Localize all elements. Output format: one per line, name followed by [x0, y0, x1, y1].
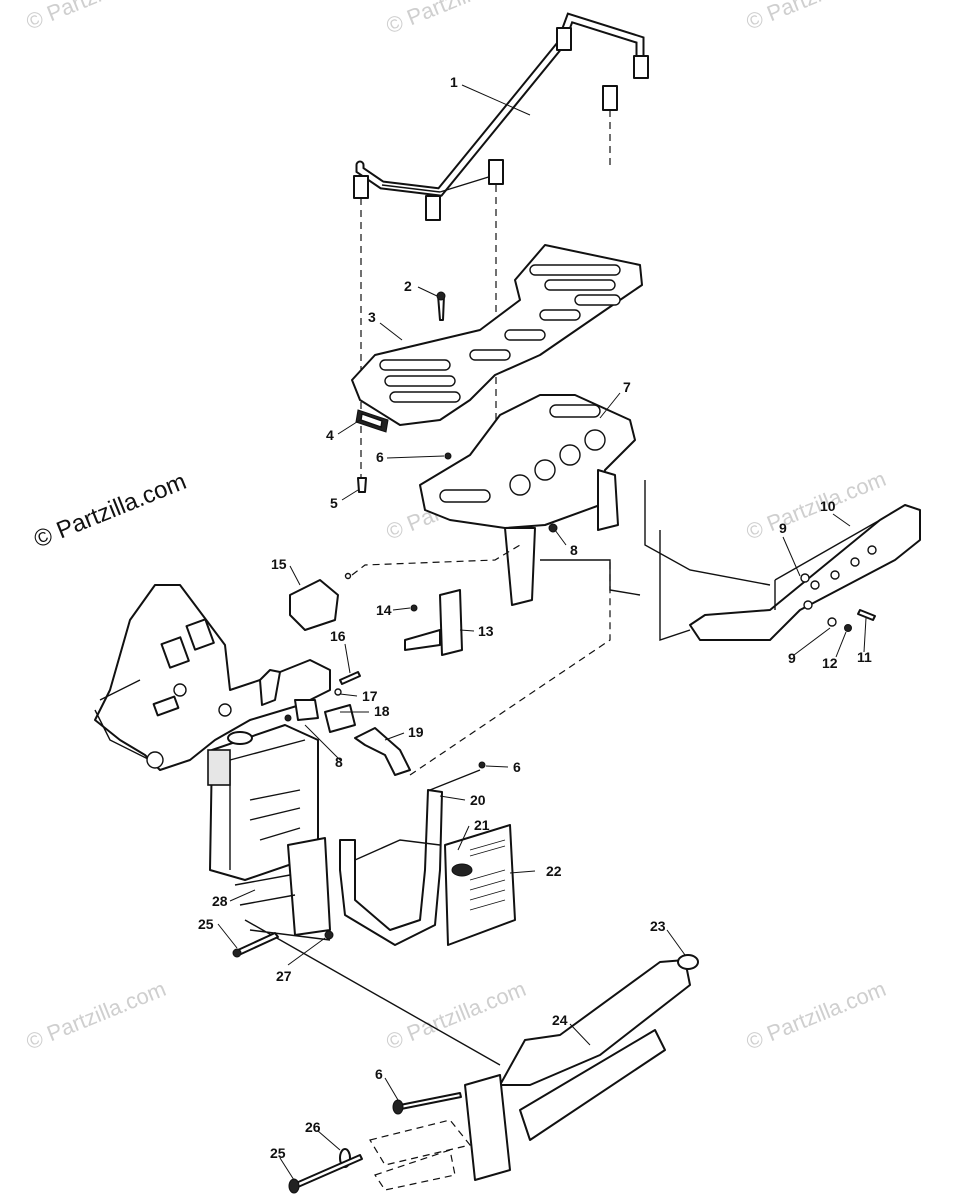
callout-24: 24 — [552, 1012, 568, 1028]
lower-hardware — [288, 1092, 462, 1194]
callout-19: 19 — [408, 724, 424, 740]
watermark-text: © Partzilla.com — [23, 0, 170, 35]
callout-6: 6 — [376, 449, 384, 465]
callout-23: 23 — [650, 918, 666, 934]
callout-9: 9 — [788, 650, 796, 666]
callout-18: 18 — [374, 703, 390, 719]
callout-1: 1 — [450, 74, 458, 90]
part-rack-bracket — [419, 394, 636, 606]
callout-6: 6 — [375, 1066, 383, 1082]
callout-13: 13 — [478, 623, 494, 639]
callout-12: 12 — [822, 655, 838, 671]
bumper-hardware — [800, 573, 876, 632]
callout-15: 15 — [271, 556, 287, 572]
callout-10: 10 — [820, 498, 836, 514]
watermark-text: © Partzilla.com — [743, 0, 890, 35]
watermark-text: © Partzilla.com — [743, 976, 890, 1055]
leader-lines — [217, 84, 867, 1181]
part-rack-plate — [351, 244, 643, 426]
part-hose — [354, 560, 611, 776]
callout-11: 11 — [857, 649, 872, 665]
callout-21: 21 — [474, 817, 490, 833]
callout-2: 2 — [404, 278, 412, 294]
callout-7: 7 — [623, 379, 631, 395]
watermark-text: © Partzilla.com — [383, 0, 530, 39]
part-frame — [94, 584, 331, 771]
part-support-bracket — [404, 589, 463, 656]
callout-27: 27 — [276, 968, 292, 984]
part-front-bumper — [369, 954, 699, 1191]
callout-25: 25 — [270, 1145, 286, 1161]
callout-17: 17 — [362, 688, 378, 704]
callout-6: 6 — [513, 759, 521, 775]
part-reflector — [355, 409, 389, 433]
callout-14: 14 — [376, 602, 392, 618]
callout-8: 8 — [570, 542, 578, 558]
part-rear-bumper — [540, 480, 921, 641]
watermark-text: © Partzilla.com — [23, 976, 170, 1055]
callout-8: 8 — [335, 754, 343, 770]
part-side-panel — [444, 824, 516, 946]
watermark-text: © Partzilla.com — [383, 976, 530, 1055]
callout-labels: 1 2 3 4 5 6 7 8 9 10 9 11 12 13 14 15 16… — [198, 74, 872, 1161]
callout-20: 20 — [470, 792, 486, 808]
part-rack-rail — [353, 12, 649, 515]
callout-3: 3 — [368, 309, 376, 325]
part-mounting-plate — [234, 837, 501, 1066]
callout-9: 9 — [779, 520, 787, 536]
callout-28: 28 — [212, 893, 228, 909]
callout-22: 22 — [546, 863, 562, 879]
callout-4: 4 — [326, 427, 334, 443]
brand-watermark: © Partzilla.com — [30, 468, 190, 554]
part-guard-frame — [339, 761, 486, 946]
callout-5: 5 — [330, 495, 338, 511]
part-tail-light — [289, 544, 521, 631]
callout-16: 16 — [330, 628, 346, 644]
callout-25: 25 — [198, 916, 214, 932]
part-bolt-upper — [232, 932, 279, 958]
callout-26: 26 — [305, 1119, 321, 1135]
